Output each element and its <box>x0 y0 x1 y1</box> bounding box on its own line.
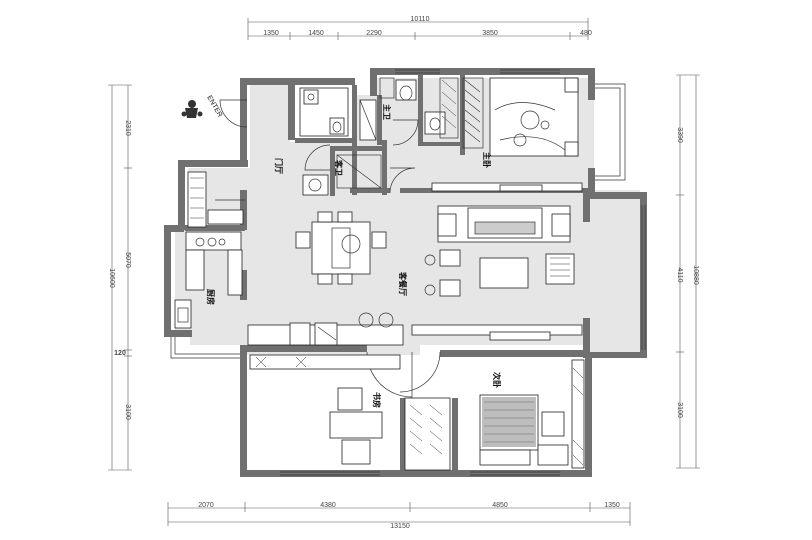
right-dim-2: 4110 <box>676 267 683 282</box>
top-dim-3: 2290 <box>366 30 382 37</box>
bottom-total-dim: 13150 <box>390 523 410 530</box>
bottom-dim-2: 4380 <box>320 502 336 509</box>
right-dim-3: 3100 <box>676 402 683 418</box>
left-dim-4: 3100 <box>124 404 131 420</box>
room-label-foyer: 门厅 <box>274 158 284 174</box>
left-dim-2: 5070 <box>124 252 131 268</box>
second-bedroom-furniture <box>479 359 585 469</box>
room-label-second-bedroom: 次卧 <box>492 372 502 388</box>
left-dim-1: 2310 <box>124 120 131 136</box>
left-dim-3: 120 <box>114 350 126 357</box>
top-dim-1: 1350 <box>263 30 279 37</box>
study-furniture <box>249 354 451 471</box>
bottom-dim-3: 4850 <box>492 502 508 509</box>
right-dimensions: 3390 4110 3100 10880 <box>676 74 700 469</box>
bathroom-fixtures <box>299 87 382 196</box>
entrance-person-icon <box>181 100 203 118</box>
bottom-dim-4: 1350 <box>604 502 620 509</box>
left-dimensions: 10600 2310 5070 120 3100 <box>108 84 132 471</box>
cabinet-row <box>247 312 404 346</box>
room-label-master-bedroom: 主卧 <box>482 152 492 168</box>
windows <box>280 69 646 476</box>
top-dimensions: 10110 1350 1450 2290 3850 480 <box>247 16 592 40</box>
left-total-dim: 10600 <box>108 268 115 288</box>
room-label-kitchen: 厨房 <box>206 289 216 305</box>
right-dim-1: 3390 <box>676 127 683 143</box>
top-total-dim: 10110 <box>411 16 430 23</box>
room-label-master-bath: 主卫 <box>382 104 392 120</box>
room-label-living-dining: 客餐厅 <box>398 271 408 296</box>
right-total-dim: 10880 <box>692 265 699 285</box>
top-dim-4: 3850 <box>482 30 498 37</box>
kitchen-fixtures <box>174 171 244 329</box>
bottom-dim-1: 2070 <box>198 502 214 509</box>
room-label-guest-bath: 客卫 <box>334 159 344 176</box>
living-furniture <box>411 205 583 341</box>
master-bath-fixtures <box>379 77 459 139</box>
top-dim-2: 1450 <box>308 30 324 37</box>
dining-furniture <box>295 211 387 285</box>
room-label-study: 书房 <box>372 392 382 408</box>
bottom-dimensions: 2070 4380 4850 1350 13150 <box>167 502 631 530</box>
top-dim-5: 480 <box>580 30 592 37</box>
master-bedroom-furniture <box>431 77 583 192</box>
